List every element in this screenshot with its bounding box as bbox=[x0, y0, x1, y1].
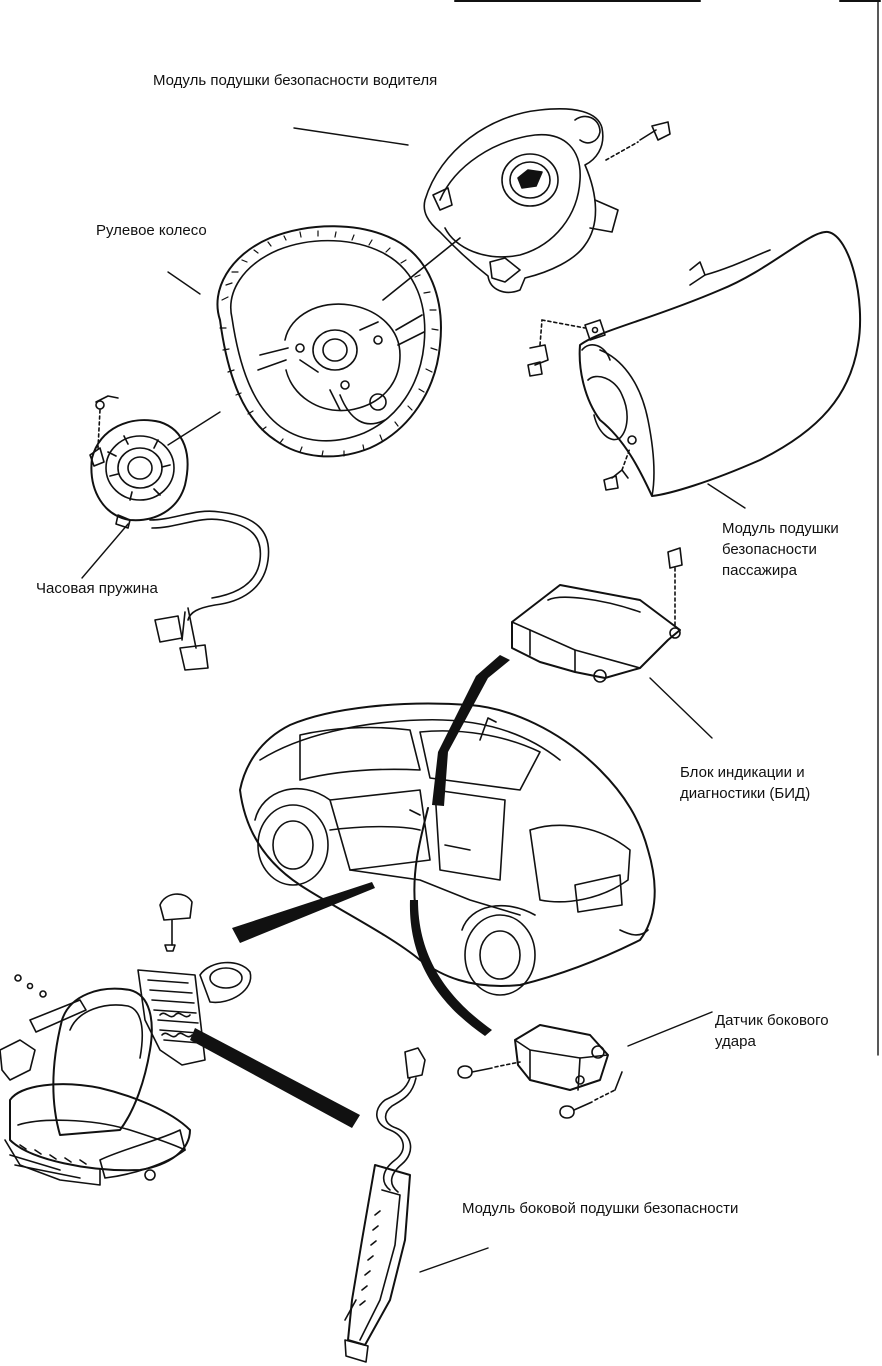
steering-wheel bbox=[216, 225, 442, 458]
side-airbag-module bbox=[344, 1047, 426, 1363]
passenger-airbag-module bbox=[527, 230, 862, 497]
label-driver-airbag: Модуль подушки безопасности водителя bbox=[153, 72, 438, 89]
leader-side-sensor bbox=[627, 1011, 713, 1047]
pointer-line-car bbox=[413, 807, 429, 906]
label-passenger-airbag-line2: безопасности bbox=[722, 541, 817, 558]
leader-side-airbag bbox=[419, 1247, 489, 1273]
label-side-airbag: Модуль боковой подушки безопасности bbox=[462, 1200, 739, 1217]
label-side-impact-sensor: Датчик бокового удара bbox=[715, 1010, 829, 1052]
label-passenger-airbag-line3: пассажира bbox=[722, 562, 797, 579]
label-sdm-line1: Блок индикации и bbox=[680, 764, 805, 781]
driver-airbag-module bbox=[423, 108, 619, 294]
driver-airbag-bolt bbox=[605, 121, 671, 161]
leader-sdm bbox=[649, 677, 713, 739]
sdm-unit bbox=[511, 547, 683, 683]
clock-spring bbox=[89, 395, 270, 671]
leader-steering-wheel bbox=[167, 271, 201, 295]
pointer-wedge-side-airbag bbox=[190, 1028, 360, 1128]
leader-passenger-airbag bbox=[707, 483, 746, 509]
front-seat bbox=[0, 893, 252, 1186]
car-body bbox=[239, 702, 656, 996]
pointer-wedge-seat bbox=[232, 882, 375, 943]
label-steering-wheel: Рулевое колесо bbox=[96, 222, 207, 239]
pointer-wedge-sdm bbox=[432, 655, 510, 806]
leader-driver-airbag bbox=[293, 127, 409, 146]
label-sdm: Блок индикации и диагностики (БИД) bbox=[680, 762, 810, 804]
side-impact-sensor bbox=[457, 1024, 623, 1119]
label-sdm-line2: диагностики (БИД) bbox=[680, 785, 811, 802]
label-passenger-airbag: Модуль подушки безопасности пассажира bbox=[722, 518, 839, 581]
label-side-impact-sensor-line2: удара bbox=[715, 1033, 756, 1050]
label-passenger-airbag-line1: Модуль подушки bbox=[722, 520, 839, 537]
pointer-wedge-side-sensor bbox=[409, 900, 492, 1036]
label-side-impact-sensor-line1: Датчик бокового bbox=[715, 1012, 829, 1029]
steering-wheel-guide-line bbox=[382, 237, 461, 301]
leader-clock-spring bbox=[81, 523, 129, 579]
leader-clock-spring-top bbox=[167, 411, 221, 446]
label-clock-spring: Часовая пружина bbox=[36, 580, 158, 597]
